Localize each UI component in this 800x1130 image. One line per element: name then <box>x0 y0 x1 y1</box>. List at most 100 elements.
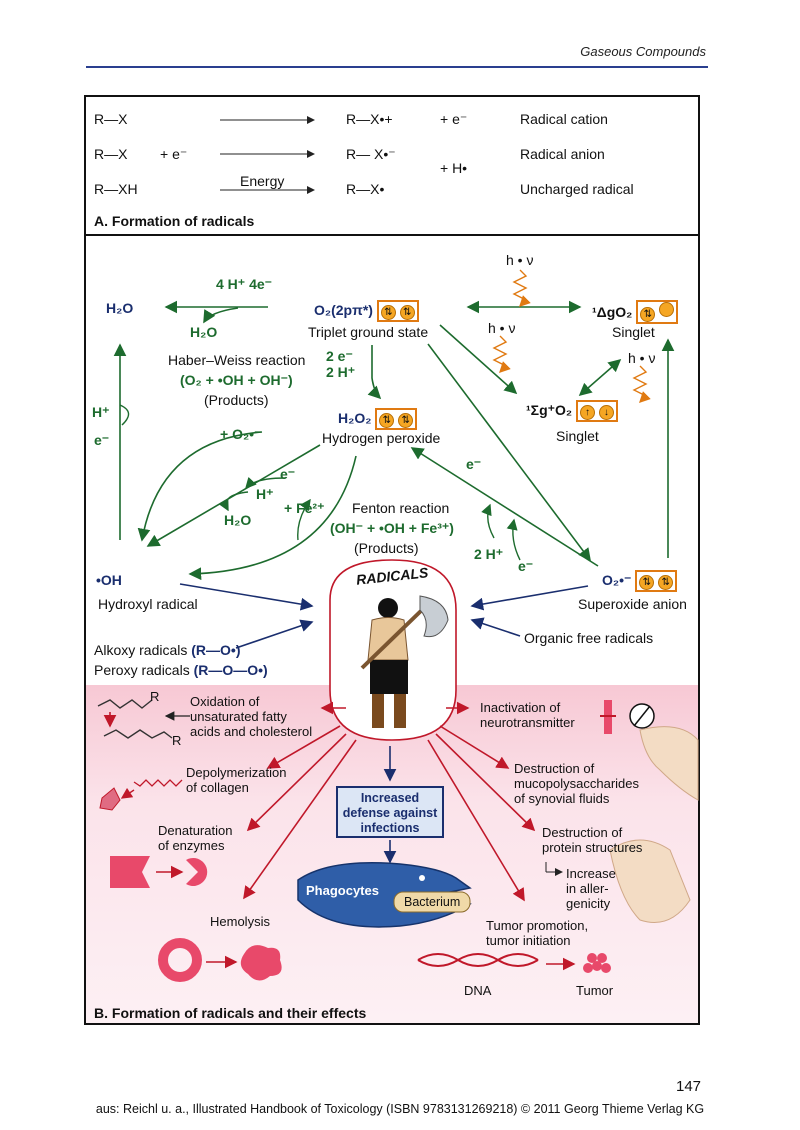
plus-o2-radical: + O₂•⁻ <box>220 426 262 442</box>
arrow-protein <box>435 733 536 832</box>
oh-radical-label: Hydroxyl radical <box>98 596 198 612</box>
tumor-icon <box>583 953 611 973</box>
hnu-2: h • ν <box>488 320 516 336</box>
arrow-haber-weiss <box>137 431 263 542</box>
executioner-figure <box>360 595 449 728</box>
haber-weiss-eq: (O₂ + •OH + OH⁻) <box>180 372 293 388</box>
e-minus-right: e⁻ <box>466 456 482 472</box>
superoxide-label: Superoxide anion <box>578 596 687 612</box>
arrow-superoxide-radicals <box>470 585 589 611</box>
a-row1-reactant: R—X <box>94 111 128 127</box>
arrow-organic-radicals <box>470 617 521 637</box>
neurotransmitter-icon <box>600 700 655 734</box>
arrow-fe-curve <box>297 498 311 541</box>
arrow-o2-sigma <box>439 324 518 395</box>
singlet-delta-label: Singlet <box>612 324 655 340</box>
arrow-hplus-curve <box>119 404 130 426</box>
two-h: 2 H⁺ <box>326 364 356 380</box>
enzyme-broken-icon <box>186 858 208 886</box>
dna-helix-icon <box>417 953 539 967</box>
header-rule <box>86 66 708 68</box>
arrow-fenton <box>188 455 357 581</box>
fenton-eq: (OH⁻ + •OH + Fe³⁺) <box>330 520 454 536</box>
arrow-h2o-curve <box>203 307 239 324</box>
superoxide-formula: O₂•⁻ ⇅ ⇅ <box>602 570 678 592</box>
running-title: Gaseous Compounds <box>580 44 706 59</box>
a-row3-arrow-label: Energy <box>240 173 285 189</box>
h2o-mid: H₂O <box>190 324 218 340</box>
hnu-1: h • ν <box>506 252 534 268</box>
e-minus-left: e⁻ <box>94 432 110 448</box>
oh-radical-formula: •OH <box>96 572 122 588</box>
h2o-left: H₂O <box>106 300 134 316</box>
arrow-sigma-delta <box>578 358 622 397</box>
knee-leg-icon <box>639 726 699 801</box>
arrow-h2o-small <box>218 491 249 512</box>
a-row2-type: Radical anion <box>520 146 605 162</box>
a-row2-reactant: R—X <box>94 146 128 162</box>
fenton-products: (Products) <box>354 540 419 556</box>
alkoxy-line: Alkoxy radicals (R—O•) <box>94 642 241 658</box>
tumor-label: Tumor <box>576 983 614 998</box>
o2-formula: O₂(2pπ*) ⇅ ⇅ <box>314 300 419 322</box>
singlet-delta-formula: ¹ΔgO₂ ⇅ <box>592 300 679 324</box>
hv-wave-2 <box>492 335 511 373</box>
h2o2-label: Hydrogen peroxide <box>322 430 441 446</box>
section-b-title: B. Formation of radicals and their effec… <box>94 1005 367 1021</box>
arrow-o2-superoxide <box>427 343 591 562</box>
arrow-o2-h2o2 <box>367 345 382 400</box>
arrow-oh-radicals <box>179 583 314 611</box>
arrow-superoxide-h2o2 <box>410 447 599 567</box>
arrow-hemolysis <box>243 739 357 900</box>
footer-citation: aus: Reichl u. a., Illustrated Handbook … <box>95 1102 705 1116</box>
defense-box: Increased defense against infections <box>336 786 444 838</box>
haber-weiss-name: Haber–Weiss reaction <box>168 352 306 368</box>
hv-wave-3 <box>632 365 651 403</box>
enzyme-icon <box>110 856 150 888</box>
hnu-3: h • ν <box>628 350 656 366</box>
fatty-acid-icon-2 <box>103 729 173 739</box>
h2o-small: H₂O <box>224 512 252 528</box>
a-row2-addend: + e⁻ <box>160 146 188 162</box>
fenton-name: Fenton reaction <box>352 500 450 516</box>
a-row1-product: R—X•+ <box>346 111 393 127</box>
arrow-e-curve2 <box>506 518 521 561</box>
effect-denaturation: Denaturation of enzymes <box>158 823 233 853</box>
a-row3-type: Uncharged radical <box>520 181 634 197</box>
dna-label: DNA <box>464 983 492 998</box>
h-plus-left: H⁺ <box>92 404 110 420</box>
cell-ring-icon <box>158 938 202 982</box>
section-divider <box>84 234 700 236</box>
effect-depolymerization: Depolymerization of collagen <box>186 765 287 795</box>
effect-hemolysis: Hemolysis <box>210 914 270 929</box>
fatty-r2: R <box>172 733 182 748</box>
h4e4-label: 4 H⁺ 4e⁻ <box>216 276 273 292</box>
lysed-cell-icon <box>240 945 282 981</box>
effect-allergy: Increase in aller- genicity <box>566 866 616 911</box>
o2-label: Triplet ground state <box>308 324 429 340</box>
page-number: 147 <box>676 1078 702 1095</box>
fe2-label: + Fe²⁺ <box>284 500 325 516</box>
effect-oxidation: Oxidation of unsaturated fatty acids and… <box>190 694 313 739</box>
section-a-title: A. Formation of radicals <box>94 213 255 229</box>
fatty-r1: R <box>150 689 160 704</box>
e-minus-mid: e⁻ <box>280 466 296 482</box>
phagocytes-label: Phagocytes <box>306 883 379 898</box>
organic-radicals: Organic free radicals <box>524 630 654 646</box>
haber-weiss-products: (Products) <box>204 392 269 408</box>
h-plus-mid: H⁺ <box>256 486 274 502</box>
e-minus-right2: e⁻ <box>518 558 534 574</box>
hv-wave-1 <box>512 269 531 307</box>
arrow-mucopoly <box>439 725 510 769</box>
a-row3-product: R—X• <box>346 181 385 197</box>
arrow-denaturation <box>246 733 347 832</box>
collagen-icon <box>133 779 183 787</box>
singlet-sigma-label: Singlet <box>556 428 599 444</box>
a-row1-type: Radical cation <box>520 111 608 127</box>
hand-icon <box>609 839 691 923</box>
h2o2-formula: H₂O₂ ⇅ ⇅ <box>338 408 418 430</box>
a-row1-side: + e⁻ <box>440 111 468 127</box>
a-row3-reactant: R—XH <box>94 181 138 197</box>
peroxy-line: Peroxy radicals (R—O—O•) <box>94 662 268 678</box>
